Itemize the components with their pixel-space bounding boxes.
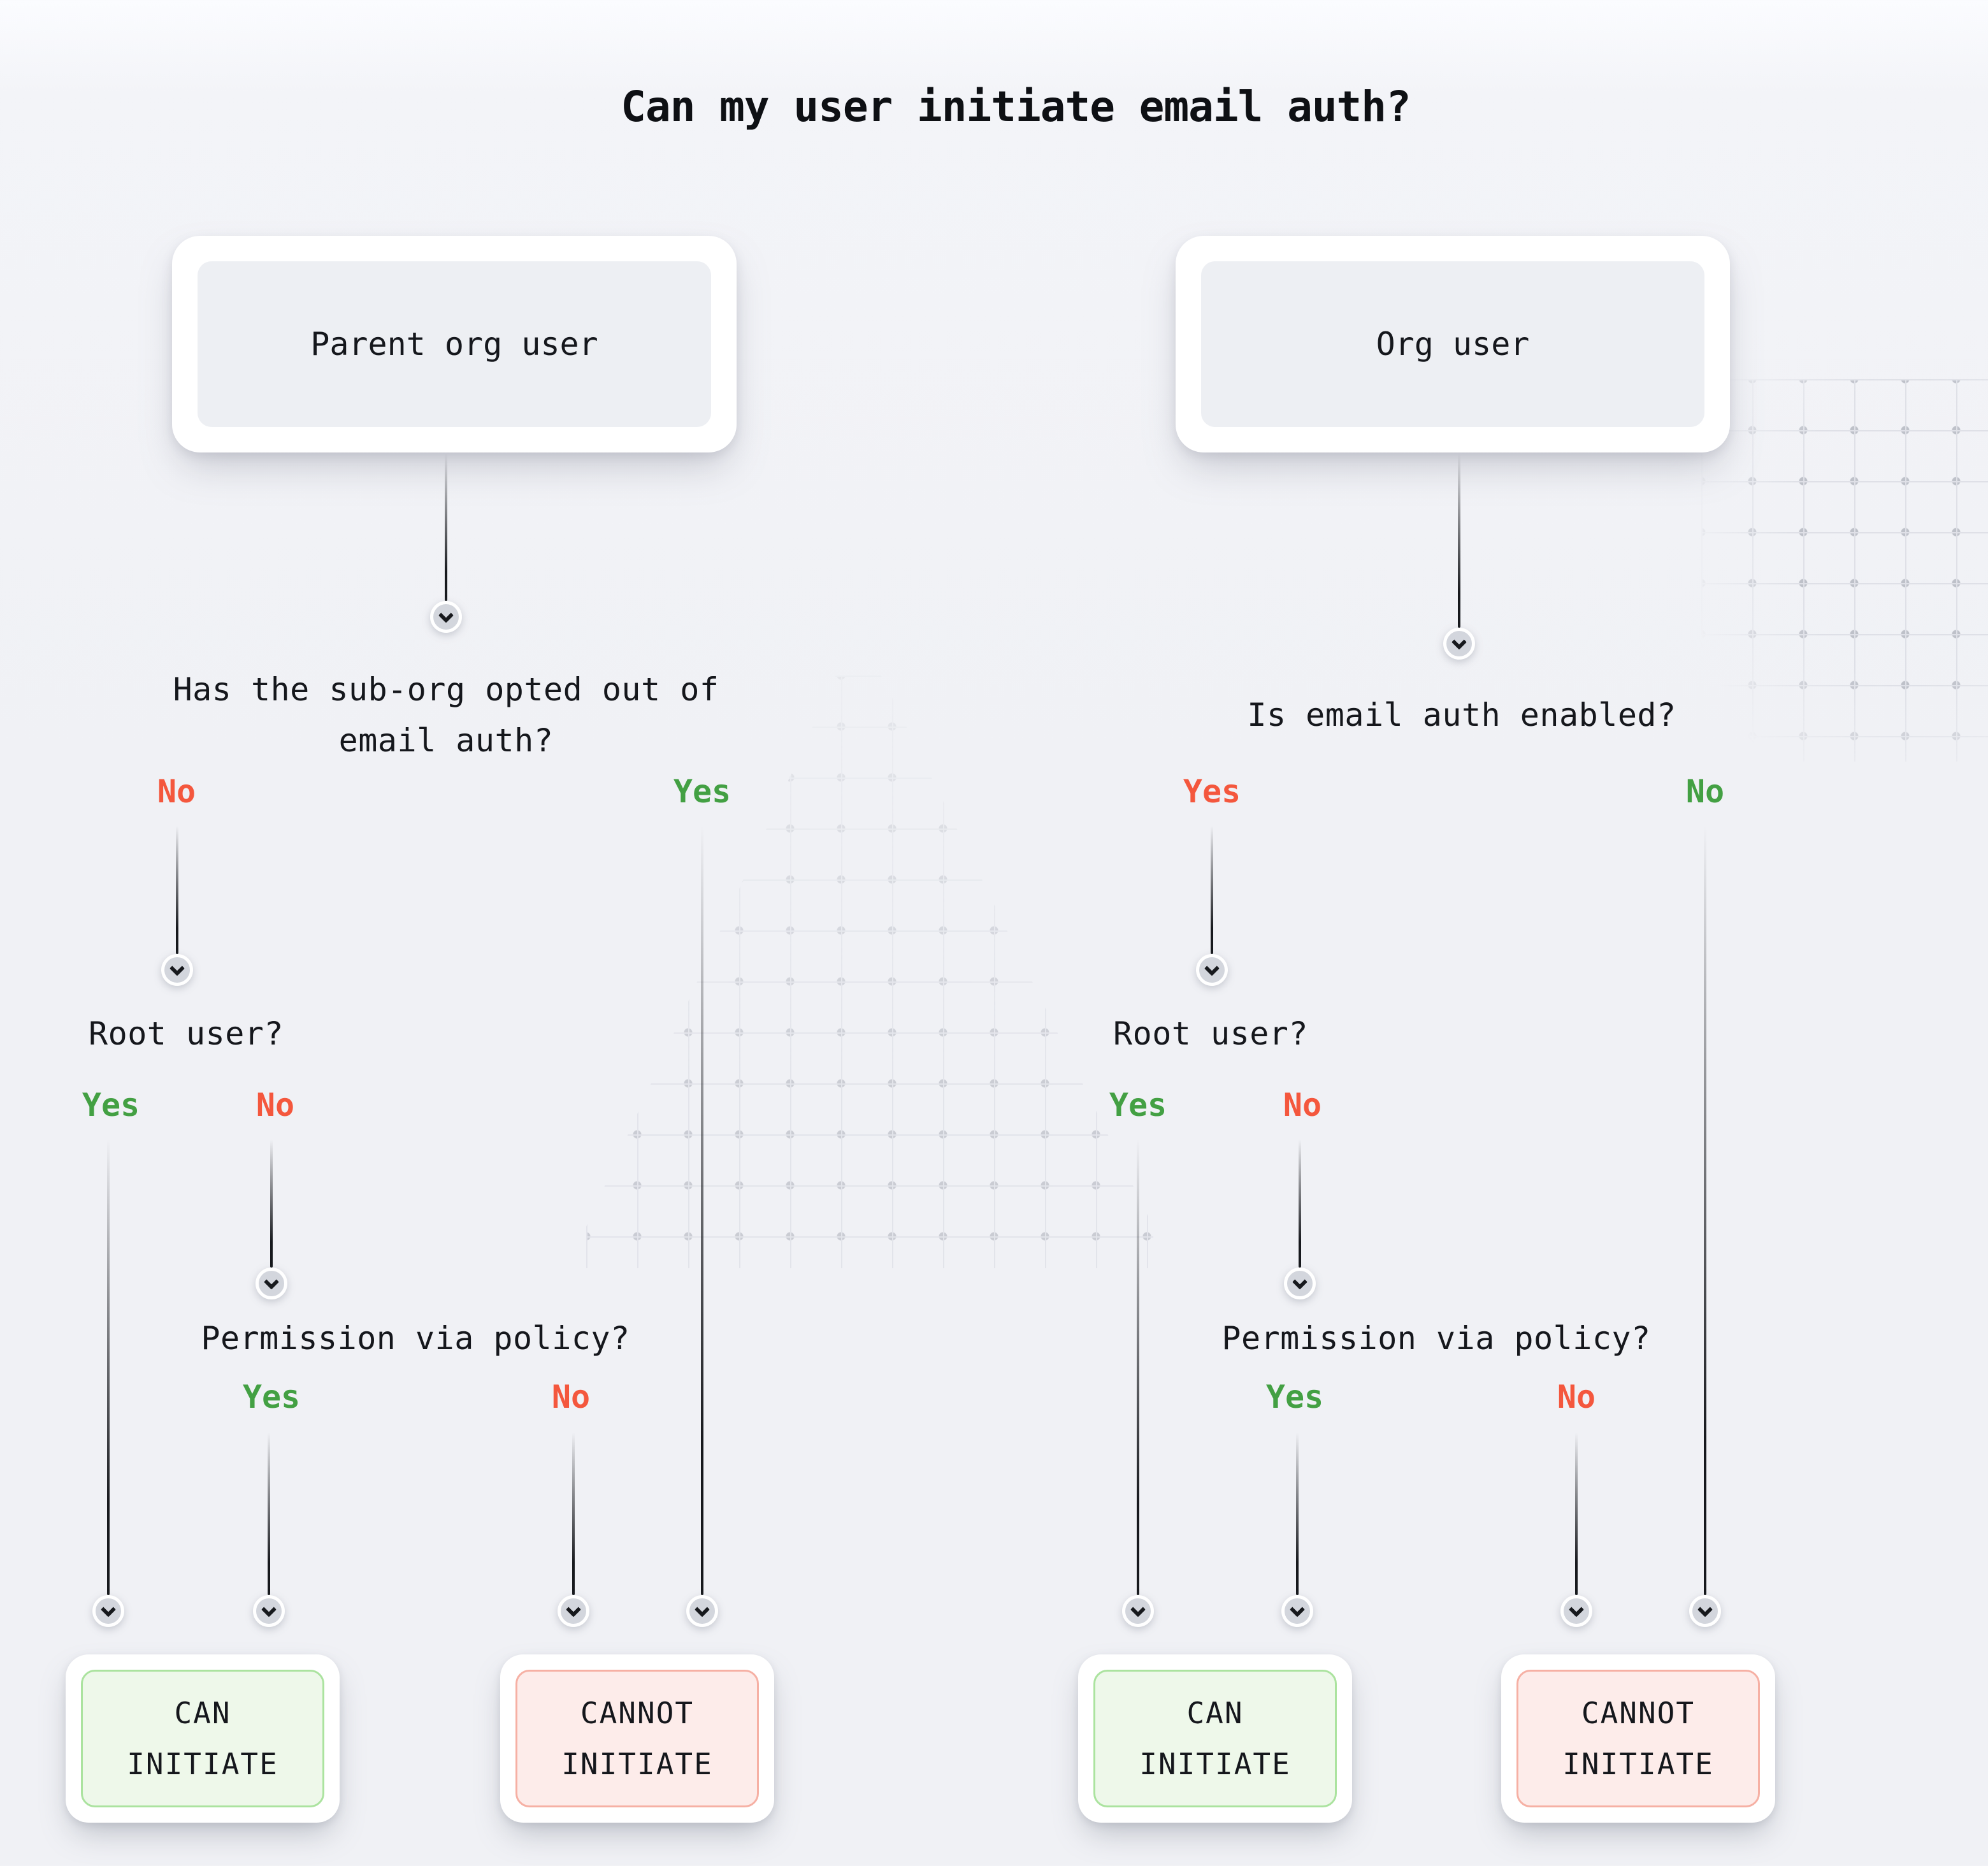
result-line-1: CANNOT <box>580 1696 695 1730</box>
chevron-circle <box>1560 1595 1592 1627</box>
answer-no: No <box>551 1378 591 1415</box>
chevron-circle <box>1196 954 1228 986</box>
node-parent-org-user-label: Parent org user <box>198 261 711 427</box>
result-line-2: INITIATE <box>1562 1747 1714 1781</box>
answer-yes: Yes <box>82 1087 140 1124</box>
question-line-2: email auth? <box>338 722 554 759</box>
question-suborg-opted-out: Has the sub-org opted out of email auth? <box>173 664 719 766</box>
answer-yes: Yes <box>1183 773 1241 810</box>
node-org-user-label: Org user <box>1201 261 1704 427</box>
result-line-2: INITIATE <box>127 1747 278 1781</box>
chevron-circle <box>1443 628 1475 660</box>
chevron-down-icon <box>263 1274 280 1290</box>
connector-line <box>1137 1139 1139 1595</box>
result-cannot-initiate-right: CANNOT INITIATE <box>1501 1654 1775 1823</box>
chevron-circle <box>558 1595 589 1627</box>
chevron-down-icon <box>1568 1602 1585 1617</box>
connector-line <box>176 826 178 954</box>
answer-yes: Yes <box>673 773 731 810</box>
result-cannot-initiate-right-label: CANNOT INITIATE <box>1516 1670 1760 1807</box>
chevron-circle <box>430 601 462 633</box>
connector-line <box>1211 826 1213 954</box>
chevron-circle <box>92 1595 124 1627</box>
connector-line <box>1296 1433 1299 1595</box>
chevron-down-icon <box>100 1602 117 1617</box>
result-line-1: CAN <box>174 1696 231 1730</box>
answer-yes: Yes <box>1265 1378 1324 1415</box>
connector-line <box>1458 454 1460 628</box>
result-line-1: CANNOT <box>1581 1696 1696 1730</box>
result-line-2: INITIATE <box>1139 1747 1291 1781</box>
result-can-initiate-left: CAN INITIATE <box>66 1654 340 1823</box>
chevron-down-icon <box>438 607 454 623</box>
chevron-down-icon <box>261 1602 277 1617</box>
chevron-down-icon <box>1289 1602 1306 1617</box>
result-can-initiate-left-label: CAN INITIATE <box>81 1670 324 1807</box>
question-line-1: Has the sub-org opted out of <box>173 671 719 708</box>
question-root-user-right: Root user? <box>1113 1015 1309 1052</box>
connector-line <box>701 826 703 1595</box>
answer-yes: Yes <box>242 1378 301 1415</box>
result-line-1: CAN <box>1186 1696 1244 1730</box>
answer-no: No <box>157 773 196 810</box>
page-title: Can my user initiate email auth? <box>621 82 1411 131</box>
answer-no: No <box>256 1087 295 1124</box>
answer-yes: Yes <box>1109 1087 1167 1124</box>
chevron-circle <box>686 1595 718 1627</box>
connector-line <box>1575 1433 1578 1595</box>
result-can-initiate-right: CAN INITIATE <box>1078 1654 1352 1823</box>
question-permission-policy-left: Permission via policy? <box>201 1320 630 1357</box>
result-line-2: INITIATE <box>561 1747 713 1781</box>
chevron-down-icon <box>1292 1274 1308 1290</box>
chevron-down-icon <box>1130 1602 1146 1617</box>
chevron-down-icon <box>169 960 185 976</box>
connector-line <box>268 1433 270 1595</box>
chevron-circle <box>1122 1595 1154 1627</box>
chevron-circle <box>1689 1595 1721 1627</box>
connector-line <box>1704 826 1706 1595</box>
chevron-down-icon <box>1451 634 1467 650</box>
question-permission-policy-right: Permission via policy? <box>1221 1320 1651 1357</box>
chevron-down-icon <box>694 1602 710 1617</box>
question-email-auth-enabled: Is email auth enabled? <box>1247 697 1676 734</box>
decorative-dot-grid-topright <box>1701 379 1988 762</box>
connector-line <box>107 1139 110 1595</box>
answer-no: No <box>1685 773 1725 810</box>
node-parent-org-user: Parent org user <box>172 236 737 452</box>
node-org-user: Org user <box>1176 236 1730 452</box>
answer-no: No <box>1557 1378 1596 1415</box>
result-cannot-initiate-left-label: CANNOT INITIATE <box>515 1670 759 1807</box>
chevron-circle <box>253 1595 285 1627</box>
chevron-down-icon <box>1204 960 1220 976</box>
chevron-circle <box>256 1268 287 1299</box>
connector-line <box>572 1433 575 1595</box>
result-cannot-initiate-left: CANNOT INITIATE <box>500 1654 774 1823</box>
chevron-circle <box>1281 1595 1313 1627</box>
chevron-circle <box>161 954 193 986</box>
chevron-down-icon <box>1697 1602 1713 1617</box>
connector-line <box>445 454 447 601</box>
answer-no: No <box>1283 1087 1322 1124</box>
connector-line <box>1299 1139 1301 1268</box>
connector-line <box>270 1139 273 1268</box>
result-can-initiate-right-label: CAN INITIATE <box>1093 1670 1337 1807</box>
chevron-down-icon <box>565 1602 582 1617</box>
question-root-user-left: Root user? <box>88 1015 284 1052</box>
chevron-circle <box>1284 1268 1316 1299</box>
